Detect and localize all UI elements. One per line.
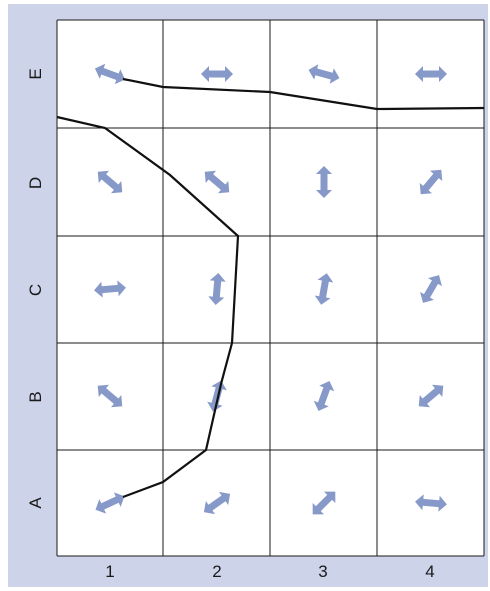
col-label-4: 4	[425, 562, 435, 581]
col-label-2: 2	[212, 562, 222, 581]
arrow-icon-c2	[208, 273, 226, 305]
arrow-icon-d3	[316, 166, 332, 198]
arrow-icon-a4	[415, 494, 447, 512]
arrow-icon-a1	[95, 492, 125, 514]
arrow-icon-c1	[94, 280, 126, 298]
arrow-icon-b4	[418, 384, 444, 408]
arrow-icon-e2	[201, 66, 233, 82]
arrow-icon-e1	[94, 63, 126, 85]
row-label-e: E	[26, 68, 45, 80]
row-label-c: C	[26, 283, 45, 297]
col-label-3: 3	[318, 562, 328, 581]
arrow-icon-e4	[415, 66, 447, 82]
arrow-icon-c4	[420, 275, 442, 303]
arrow-icon-d4	[419, 169, 443, 195]
row-label-d: D	[26, 176, 45, 190]
arrow-icon-a3	[312, 491, 336, 515]
arrow-field	[94, 63, 447, 515]
row-label-b: B	[26, 391, 45, 403]
boundary-line-upper	[122, 77, 485, 111]
arrow-icon-b2	[207, 380, 227, 412]
arrow-icon-d2	[204, 170, 230, 194]
col-label-1: 1	[105, 562, 115, 581]
diagram-frame: E D C B A 1 2 3 4	[8, 4, 488, 587]
boundary-line-lower	[56, 115, 240, 499]
arrow-icon-b3	[313, 380, 335, 412]
arrow-icon-d1	[97, 170, 123, 194]
row-label-a: A	[26, 497, 45, 509]
grid-diagram	[56, 19, 485, 557]
arrow-icon-e3	[308, 64, 340, 84]
arrow-icon-b1	[97, 384, 123, 408]
arrow-icon-c3	[314, 273, 334, 305]
arrow-icon-a2	[203, 491, 231, 515]
